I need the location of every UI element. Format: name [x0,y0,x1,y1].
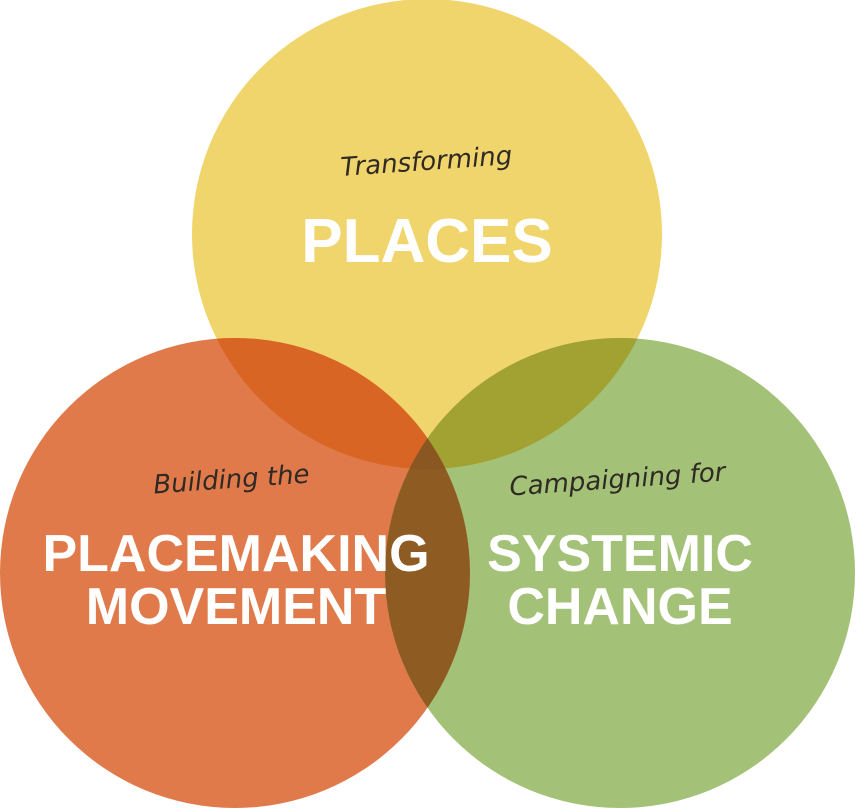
change-title-line1: SYSTEMIC [487,525,753,583]
overlap-places-change [385,338,662,469]
overlap-places-movement [192,338,470,469]
movement-title-line1: PLACEMAKING [42,525,429,583]
change-title-line2: CHANGE [507,578,732,636]
movement-title-line2: MOVEMENT [86,578,387,636]
places-title: PLACES [301,207,552,276]
